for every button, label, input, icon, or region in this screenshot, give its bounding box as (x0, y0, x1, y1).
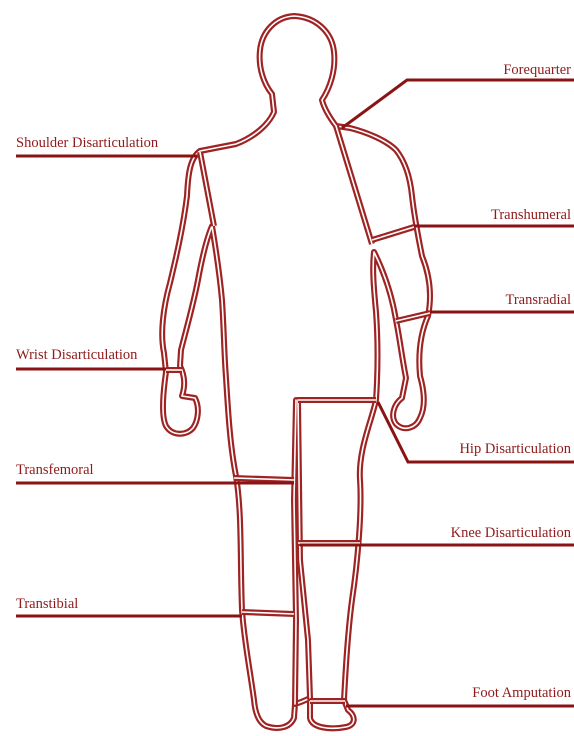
cut-shoulder (200, 152, 214, 226)
cut-transtibial (242, 612, 294, 614)
cut-transfemoral (234, 478, 294, 480)
label-transradial: Transradial (505, 292, 571, 308)
label-foot-amputation: Foot Amputation (472, 685, 571, 701)
cut-forequarter (336, 126, 372, 244)
human-body-figure (162, 16, 430, 728)
label-forequarter: Forequarter (503, 62, 571, 78)
label-knee-disarticulation: Knee Disarticulation (451, 525, 572, 541)
label-wrist-disarticulation: Wrist Disarticulation (16, 347, 138, 363)
label-transfemoral: Transfemoral (16, 462, 94, 478)
label-hip-disarticulation: Hip Disarticulation (459, 441, 571, 457)
label-transhumeral: Transhumeral (491, 207, 571, 223)
label-transtibial: Transtibial (16, 596, 78, 612)
leader-forequarter (342, 80, 574, 128)
cut-transhumeral (372, 227, 414, 240)
label-shoulder-disarticulation: Shoulder Disarticulation (16, 135, 159, 151)
inner-leg-line (294, 400, 310, 704)
